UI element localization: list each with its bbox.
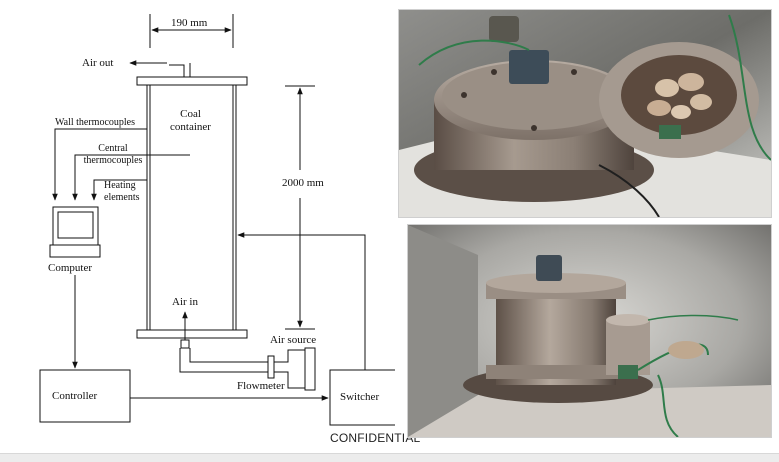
computer-label: Computer (48, 262, 92, 275)
width-label: 190 mm (171, 17, 207, 30)
air-source-label: Air source (270, 334, 316, 347)
coal-container-label: Coal container (168, 108, 213, 133)
schematic-lines (0, 0, 395, 455)
apparatus-photo-open-lid (398, 9, 772, 218)
photo-bottom-art (408, 225, 771, 437)
heating-elements-label: Heating elements (104, 180, 140, 203)
wall-thermocouples-label: Wall thermocouples (55, 117, 135, 129)
central-thermocouples-label: Central thermocouples (78, 143, 148, 166)
height-label: 2000 mm (282, 177, 324, 190)
apparatus-photo-in-oven (407, 224, 772, 438)
photo-top-art (399, 10, 771, 217)
controller-label: Controller (52, 390, 97, 403)
air-out-label: Air out (82, 57, 113, 70)
switcher-label: Switcher (340, 391, 379, 404)
air-in-label: Air in (172, 296, 198, 309)
flowmeter-label: Flowmeter (237, 380, 285, 393)
